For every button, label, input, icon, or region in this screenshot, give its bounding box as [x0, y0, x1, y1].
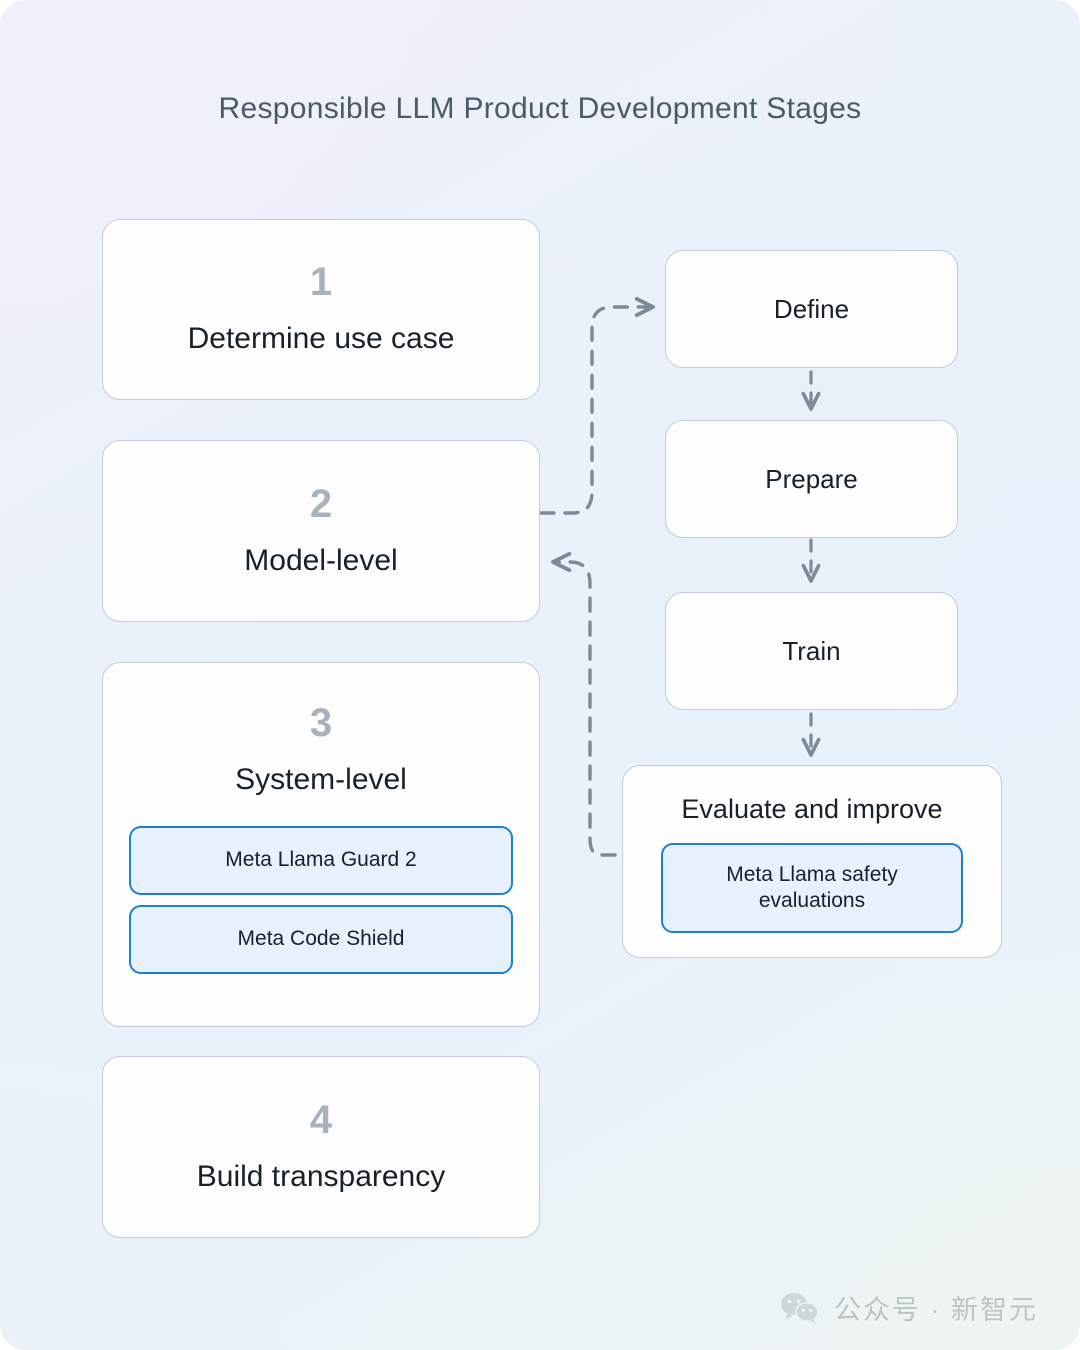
pipeline-label: Prepare	[765, 463, 858, 494]
pipeline-card-evaluate-and-improve[interactable]: Evaluate and improve Meta Llama safety e…	[622, 765, 1002, 958]
wechat-icon	[781, 1292, 819, 1324]
stage-number: 3	[309, 701, 333, 745]
stage-label: Determine use case	[187, 322, 455, 356]
connector-stage2-to-define	[539, 296, 655, 515]
badge-meta-llama-guard-2[interactable]: Meta Llama Guard 2	[129, 825, 513, 895]
badge-meta-code-shield[interactable]: Meta Code Shield	[129, 904, 513, 974]
stage-card-4[interactable]: 4 Build transparency	[102, 1056, 540, 1238]
stage-number: 1	[309, 260, 333, 305]
connector-evaluate-to-stage2	[551, 551, 617, 857]
stage-card-3[interactable]: 3 System-level Meta Llama Guard 2 Meta C…	[102, 662, 540, 1027]
badge-meta-llama-safety-evaluations[interactable]: Meta Llama safety evaluations	[661, 843, 963, 933]
stage-label: Model-level	[244, 543, 398, 577]
stage-number: 2	[309, 481, 333, 526]
pipeline-label: Evaluate and improve	[681, 794, 943, 824]
pipeline-card-train[interactable]: Train	[665, 592, 958, 710]
pipeline-label: Train	[782, 635, 841, 666]
watermark: 公众号 · 新智元	[780, 1288, 1038, 1327]
stage-card-2[interactable]: 2 Model-level	[102, 440, 540, 622]
page-title: Responsible LLM Product Development Stag…	[218, 92, 862, 125]
pipeline-card-define[interactable]: Define	[665, 250, 958, 368]
watermark-text: 公众号 · 新智元	[834, 1295, 1038, 1325]
stage-number: 4	[309, 1097, 333, 1142]
pipeline-label: Define	[773, 293, 850, 324]
stage-card-1[interactable]: 1 Determine use case	[102, 219, 540, 400]
pipeline-card-prepare[interactable]: Prepare	[665, 420, 958, 538]
stage-label: Build transparency	[196, 1159, 446, 1193]
stage-label: System-level	[235, 763, 407, 796]
